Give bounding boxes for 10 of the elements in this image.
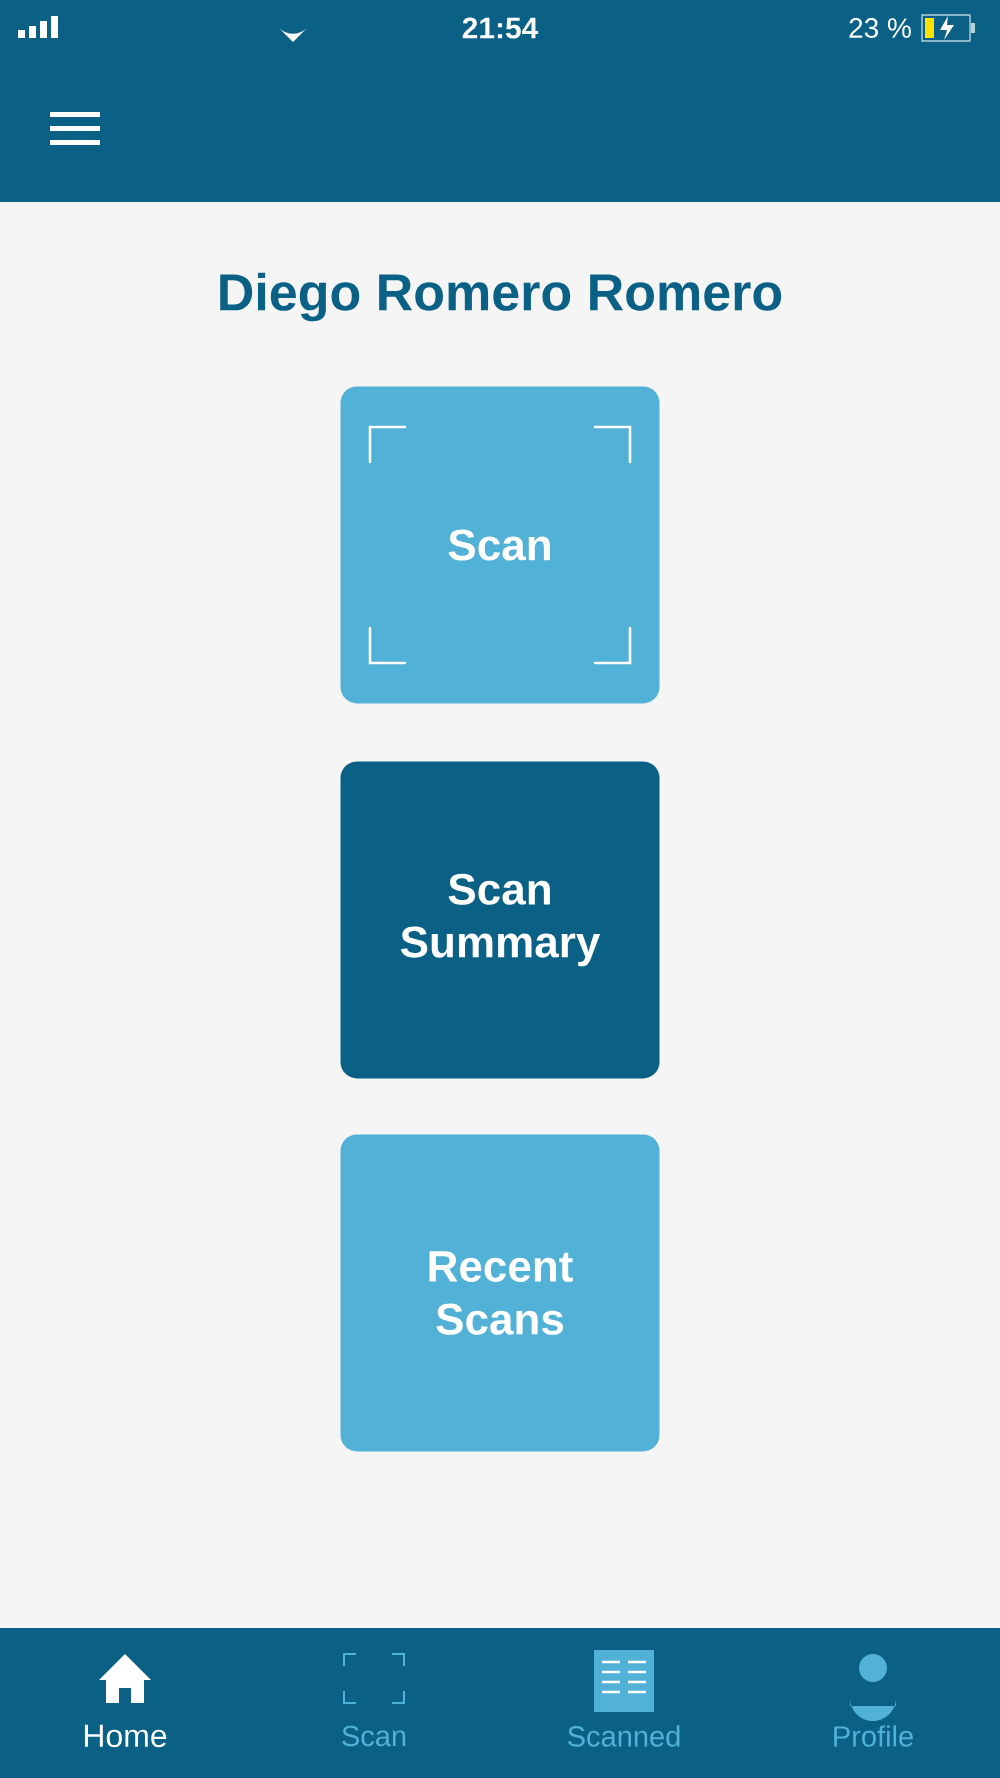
user-name: Diego Romero Romero [220, 272, 782, 322]
tab-label: Home [84, 1724, 167, 1748]
recent-scans-button: Recent Scans [340, 1134, 660, 1452]
status-time: 21:54 [462, 17, 539, 39]
scan-button: Scan [340, 386, 660, 704]
scan-summary-button: Scan Summary [340, 761, 660, 1079]
battery-percent: 23 % [849, 18, 911, 38]
tab-label: Scan [342, 1725, 406, 1747]
tab-label: Scanned [568, 1725, 680, 1747]
tab-label: Profile [834, 1725, 913, 1747]
